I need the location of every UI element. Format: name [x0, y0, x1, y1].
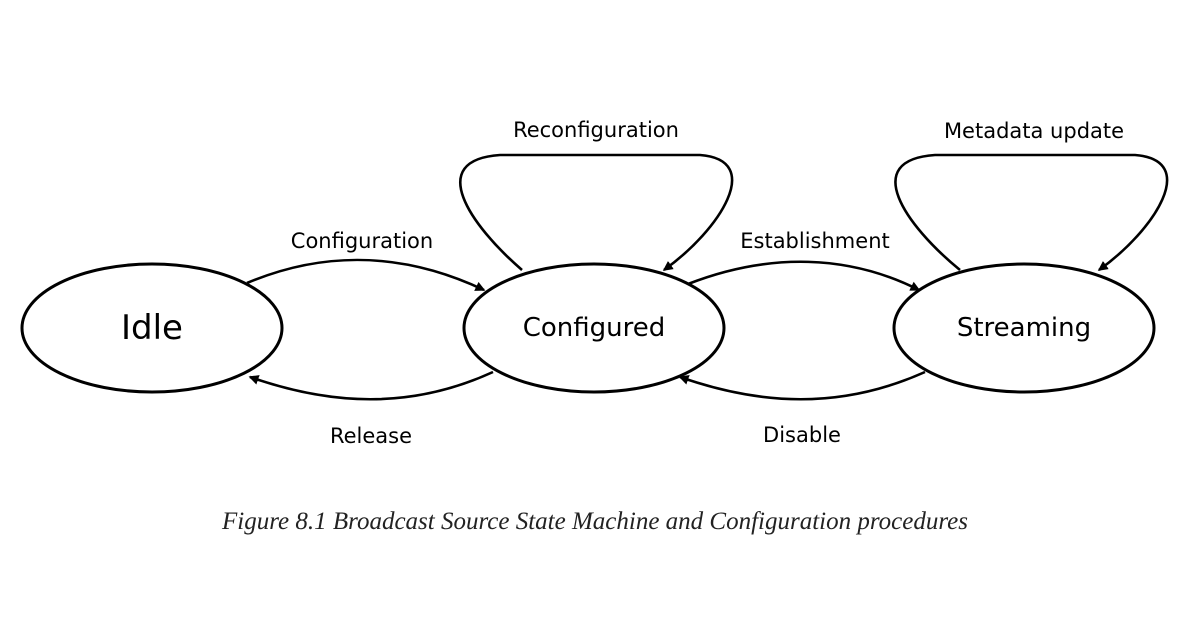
edge-label-establishment: Establishment [740, 229, 889, 253]
state-configured-label: Configured [523, 313, 666, 343]
edge-label-reconfiguration: Reconfiguration [513, 118, 679, 142]
edge-label-configuration: Configuration [291, 229, 433, 253]
edge-configuration-arrow [246, 258, 486, 292]
edge-disable-arrow [678, 370, 926, 401]
state-configured: Configured [462, 262, 726, 394]
state-streaming-label: Streaming [957, 313, 1091, 343]
edge-label-release: Release [330, 424, 412, 448]
edge-reconfiguration-loop [459, 153, 734, 272]
edge-metadata-update-loop [894, 153, 1169, 272]
state-idle: Idle [20, 262, 284, 394]
edge-establishment-arrow [687, 260, 921, 292]
edge-label-disable: Disable [763, 423, 841, 447]
figure-caption: Figure 8.1 Broadcast Source State Machin… [222, 508, 968, 535]
edge-label-metadata-update: Metadata update [944, 119, 1124, 143]
state-streaming: Streaming [892, 262, 1156, 394]
edge-release-arrow [248, 370, 494, 401]
state-idle-label: Idle [121, 308, 183, 348]
